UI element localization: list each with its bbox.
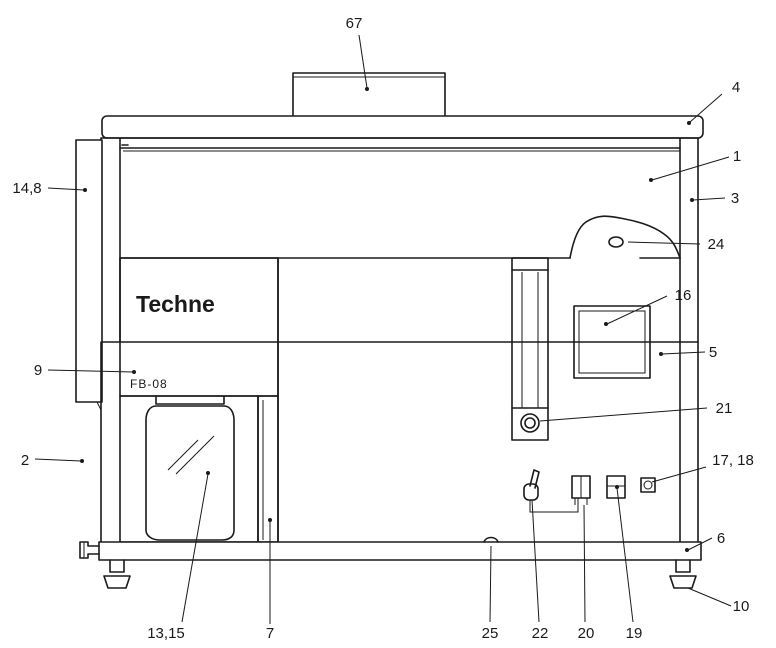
toggle-lever — [529, 469, 540, 489]
control-unit — [119, 257, 279, 397]
flowmeter-knob-inner — [524, 417, 536, 429]
callout-16: 16 — [675, 287, 692, 304]
inlet-nozzle — [79, 541, 100, 559]
base-plate — [98, 541, 702, 561]
callout-3: 3 — [731, 190, 739, 207]
callout-13-15: 13,15 — [147, 625, 185, 642]
callout-19: 19 — [626, 625, 643, 642]
bottle-reflection — [167, 439, 199, 471]
flowmeter — [511, 257, 549, 441]
callout-14-8: 14,8 — [12, 180, 41, 197]
switch-legs — [574, 498, 588, 505]
callout-2: 2 — [21, 452, 29, 469]
callout-25: 25 — [482, 625, 499, 642]
display-window-inner — [578, 310, 646, 374]
callout-20: 20 — [578, 625, 595, 642]
bottle-compartment — [119, 395, 259, 543]
leader-lines — [34, 34, 732, 624]
exhaust-chimney — [292, 72, 446, 120]
model-label: FB-08 — [130, 377, 168, 391]
mains-switch — [606, 475, 626, 499]
right-foot — [669, 559, 697, 589]
cutaway-fitting — [608, 236, 624, 248]
cutaway-edge — [569, 215, 681, 259]
drain-plug — [483, 536, 499, 543]
bottle-body — [145, 405, 235, 541]
callout-24: 24 — [708, 236, 725, 253]
callout-67: 67 — [346, 15, 363, 32]
callout-4: 4 — [732, 79, 740, 96]
bottle-neck — [155, 395, 225, 405]
switch-wiring — [529, 498, 579, 513]
socket — [640, 477, 656, 493]
display-window — [573, 305, 651, 379]
left-foot — [103, 559, 131, 589]
flowmeter-knob — [520, 413, 540, 433]
compartment-post — [257, 395, 279, 543]
callout-10: 10 — [733, 598, 750, 615]
callout-6: 6 — [717, 530, 725, 547]
callout-1: 1 — [733, 148, 741, 165]
callout-9: 9 — [34, 362, 42, 379]
callout-22: 22 — [532, 625, 549, 642]
bottle-reflection — [175, 435, 215, 475]
side-tube — [75, 139, 103, 403]
callout-7: 7 — [266, 625, 274, 642]
callout-21: 21 — [716, 400, 733, 417]
top-lid — [101, 115, 704, 139]
callout-5: 5 — [709, 344, 717, 361]
socket-hole — [643, 480, 653, 490]
brand-label: Techne — [136, 291, 215, 317]
callout-17-18: 17, 18 — [712, 452, 754, 469]
